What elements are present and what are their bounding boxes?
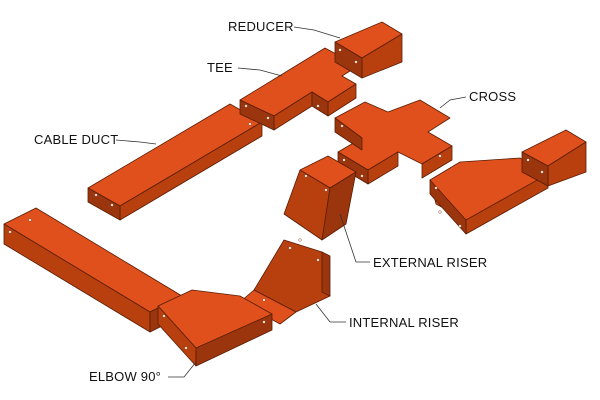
reducer-part — [334, 21, 403, 79]
tee-label: TEE — [207, 60, 233, 75]
elbow-90-leader — [168, 361, 197, 378]
cable-duct-part — [87, 103, 263, 221]
long-cable-duct-part — [3, 207, 183, 333]
internal-riser-leader — [315, 303, 346, 323]
elbow-90-label: ELBOW 90° — [89, 369, 161, 384]
right-tee-part — [429, 157, 549, 235]
tee-leader — [237, 67, 283, 77]
elbow-90-part — [157, 289, 273, 367]
external-riser-label: EXTERNAL RISER — [373, 255, 487, 270]
reducer-leader — [293, 26, 341, 39]
external-riser-part — [283, 155, 357, 242]
internal-riser-part — [239, 239, 331, 325]
cable-duct-leader — [115, 139, 157, 145]
cross-label: CROSS — [469, 89, 516, 104]
external-riser-leader — [339, 213, 370, 263]
right-reducer-part — [521, 129, 587, 187]
cable-duct-label: CABLE DUCT — [34, 132, 118, 147]
tee-part — [239, 47, 359, 131]
leader-lines — [115, 26, 467, 378]
cross-part — [334, 99, 453, 185]
reducer-label: REDUCER — [228, 19, 294, 34]
cross-leader — [439, 96, 467, 109]
internal-riser-label: INTERNAL RISER — [349, 315, 459, 330]
